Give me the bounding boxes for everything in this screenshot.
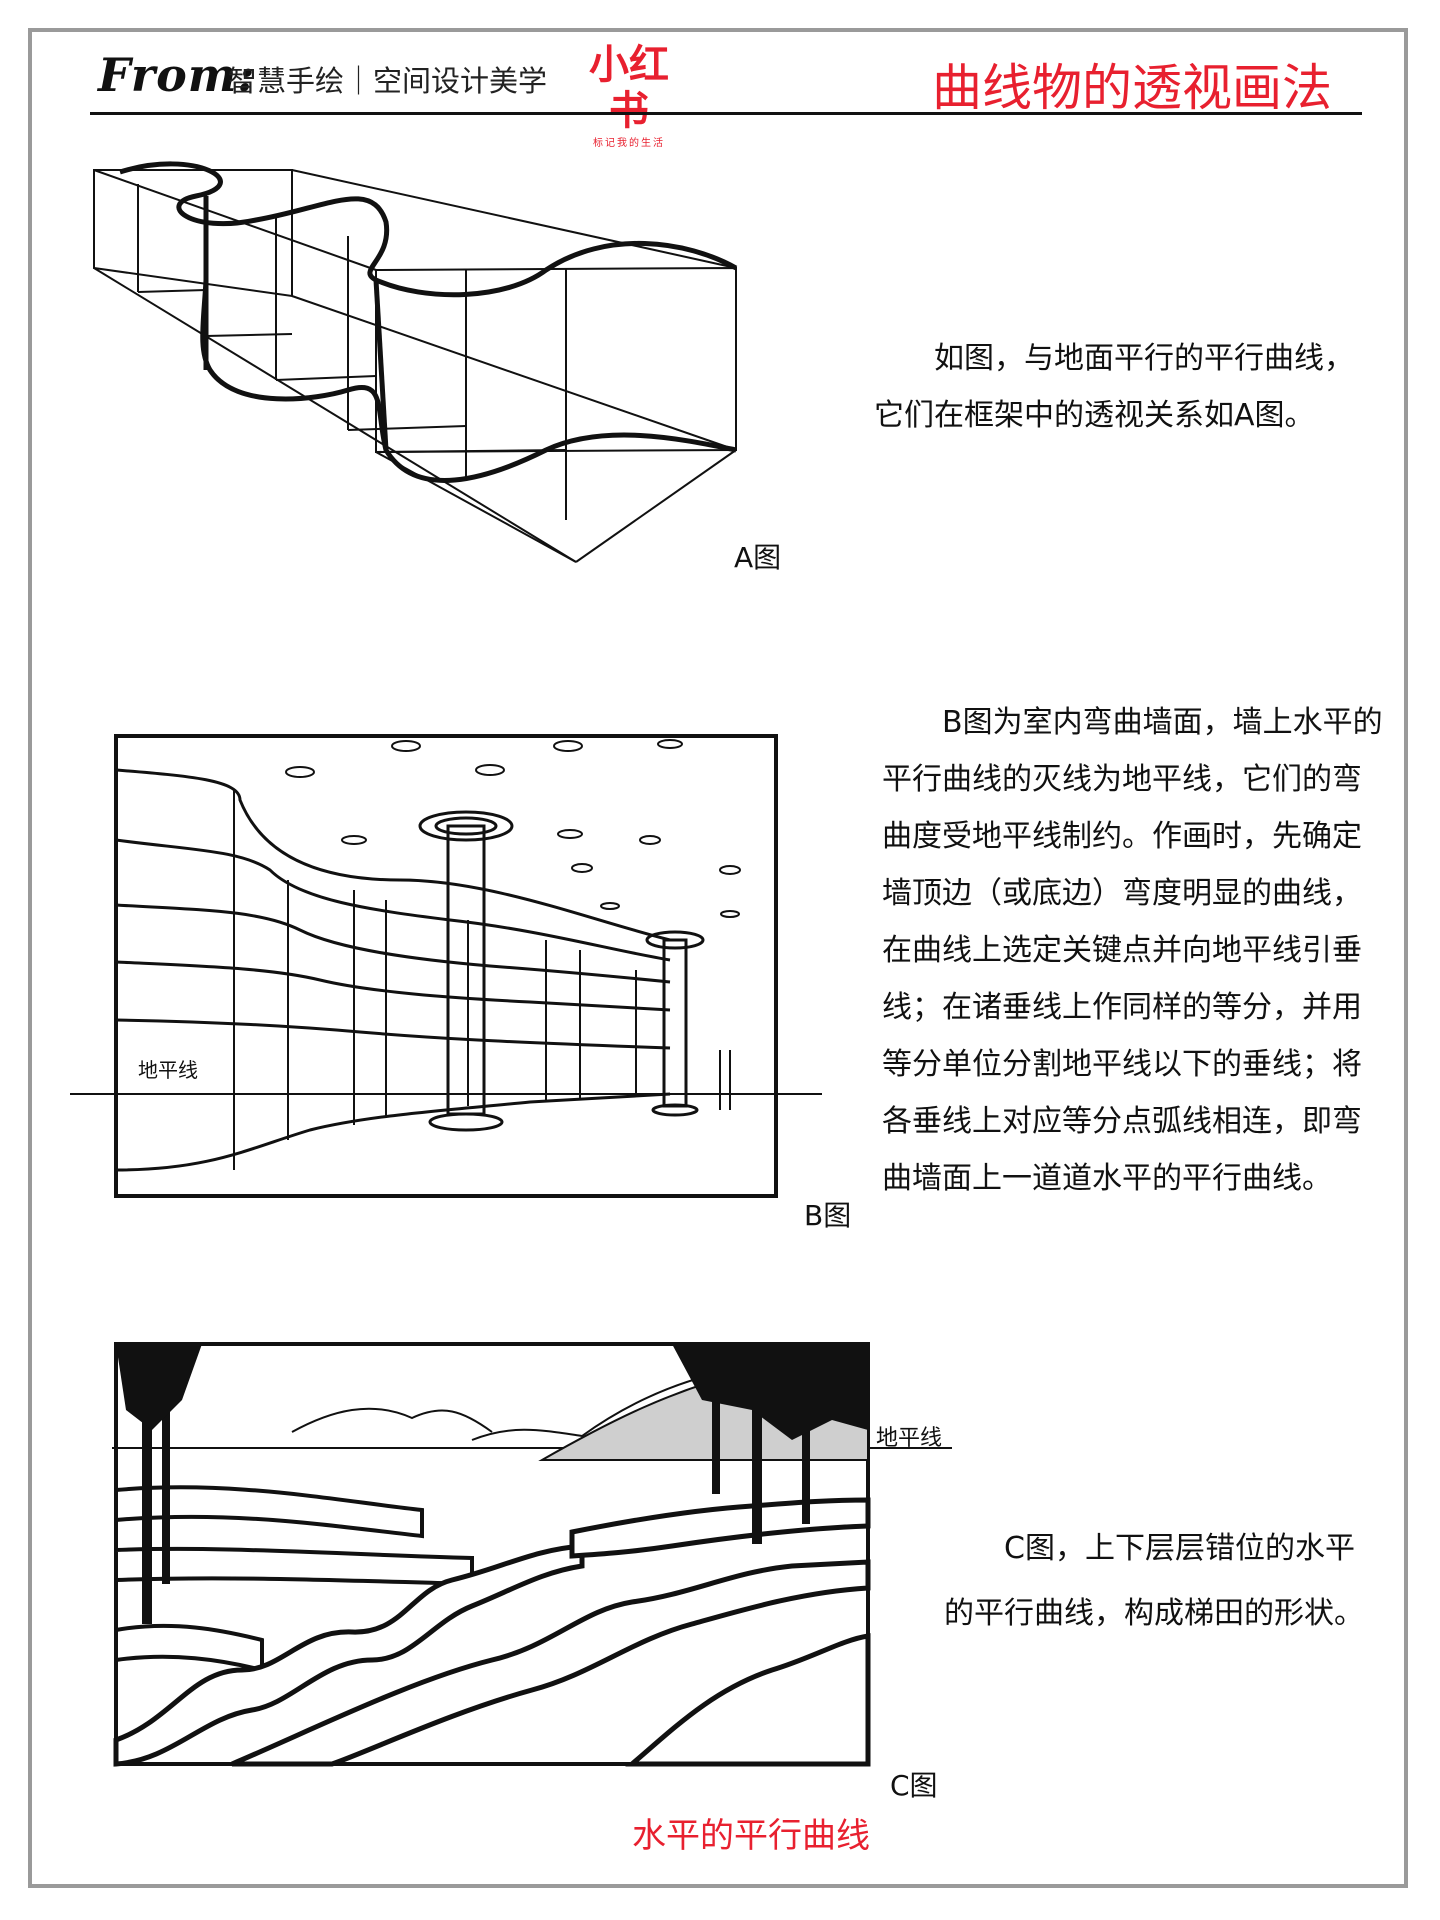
- header-source: 智慧手绘｜空间设计美学: [228, 64, 548, 98]
- figure-c-horizon-label: 地平线: [876, 1426, 943, 1451]
- figure-a-label: A图: [734, 541, 782, 574]
- logo-slogan: 标记我的生活: [593, 138, 665, 149]
- figure-c-description: C图，上下层层错位的水平的平行曲线，构成梯田的形状。: [944, 1531, 1364, 1631]
- figure-c-label: C图: [890, 1769, 938, 1802]
- figure-b-horizon-label: 地平线: [138, 1058, 198, 1082]
- header-divider: [90, 112, 1362, 115]
- xiaohongshu-logo: 小红书 标记我的生活: [578, 42, 680, 149]
- page-title: 曲线物的透视画法: [932, 59, 1332, 117]
- figure-b-description: B图为室内弯曲墙面，墙上水平的平行曲线的灭线为地平线，它们的弯曲度受地平线制约。…: [882, 705, 1383, 1196]
- figure-b-label: B图: [804, 1199, 852, 1232]
- figure-b-illustration: [70, 734, 822, 1198]
- logo-text: 小红书: [589, 42, 669, 134]
- header-from: From:: [98, 48, 256, 102]
- footer-caption: 水平的平行曲线: [632, 1816, 870, 1856]
- figure-a-description: 如图，与地面平行的平行曲线，它们在框架中的透视关系如A图。: [874, 341, 1354, 433]
- figure-c-illustration: [112, 1342, 952, 1767]
- page-frame: [28, 28, 1408, 1888]
- figure-a-illustration: [93, 161, 738, 563]
